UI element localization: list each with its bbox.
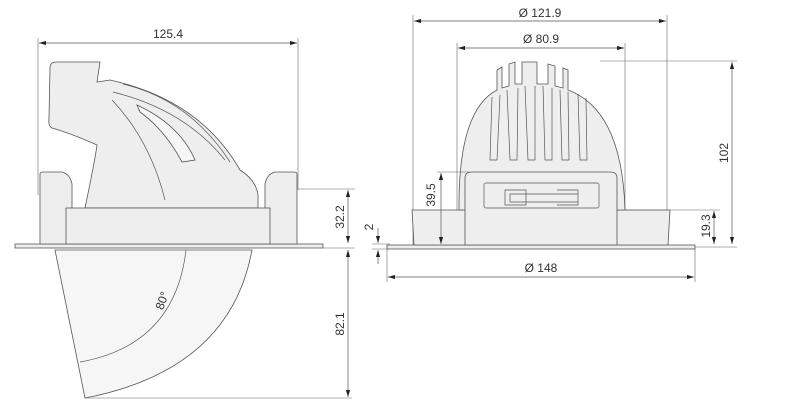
heatsink-fins xyxy=(489,85,588,161)
base-housing xyxy=(65,207,271,245)
right-spring-clip xyxy=(264,171,298,245)
side-view: 125.4 80° 32.2 82.1 xyxy=(14,27,355,399)
tilt-angle-label: 80° xyxy=(153,290,172,312)
base-height-label: 19.3 xyxy=(699,214,713,238)
flange-thickness-dimension: 2 xyxy=(362,223,390,264)
left-spring-clip xyxy=(39,171,73,245)
depth-below-label: 82.1 xyxy=(333,312,347,336)
driver-height-label: 39.5 xyxy=(424,183,438,207)
front-flange xyxy=(386,244,696,250)
flange-thickness-label: 2 xyxy=(362,223,376,230)
flange-diameter-label: Ø 148 xyxy=(525,261,558,275)
front-view: Ø 121.9 Ø 80.9 102 39.5 19.3 xyxy=(386,6,737,282)
heatsink-diameter-label: Ø 80.9 xyxy=(523,32,559,46)
outer-diameter-label: Ø 121.9 xyxy=(519,6,562,20)
width-label: 125.4 xyxy=(153,27,183,41)
side-flange xyxy=(14,243,324,249)
swing-envelope xyxy=(54,249,253,399)
driver-box xyxy=(464,171,618,246)
lamp-head xyxy=(48,61,259,209)
height-above-label: 32.2 xyxy=(333,205,347,229)
total-height-label: 102 xyxy=(717,143,731,163)
